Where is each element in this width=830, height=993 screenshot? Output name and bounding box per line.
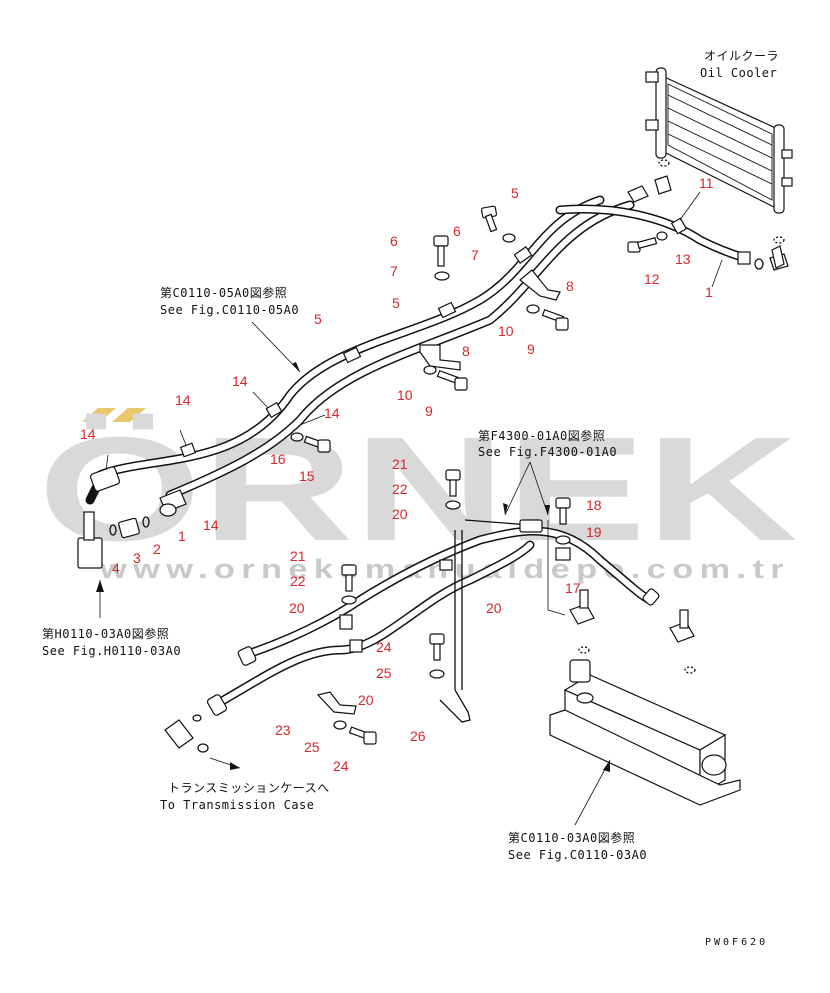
oil-cooler: オイルクーラ Oil Cooler: [645, 49, 793, 244]
watermark-accent-left: [82, 408, 116, 422]
oil-cooler-label-jp: オイルクーラ: [704, 49, 779, 63]
callout-12-20: 12: [644, 271, 660, 287]
transmission-cooler: [549, 589, 741, 806]
callout-26-45: 26: [410, 728, 426, 744]
transmission-fittings: [164, 714, 209, 753]
callout-10-17: 10: [498, 323, 514, 339]
callout-18-30: 18: [586, 497, 602, 513]
callout-24-41: 24: [376, 639, 392, 655]
callout-21-37: 21: [290, 548, 306, 564]
ref-c0110-05a0-en: See Fig.C0110-05A0: [160, 303, 299, 317]
callout-15-27: 15: [299, 468, 315, 484]
callout-25-44: 25: [304, 739, 320, 755]
arrows: [96, 362, 610, 772]
callout-14-24: 14: [232, 373, 248, 389]
callout-20-35: 20: [358, 692, 374, 708]
callout-16-28: 16: [270, 451, 286, 467]
reference-labels: 第C0110-05A0図参照 See Fig.C0110-05A0 第F4300…: [42, 285, 768, 948]
hose-lines: [85, 175, 789, 716]
watermark-accent-right: [112, 408, 146, 422]
callout-24-42: 24: [333, 758, 349, 774]
transmission-label-en: To Transmission Case: [160, 798, 315, 812]
callout-14-23: 14: [175, 392, 191, 408]
callout-25-43: 25: [376, 665, 392, 681]
transmission-label-jp: トランスミッションケースへ: [168, 781, 330, 795]
clamps: [179, 217, 688, 653]
brackets: [316, 269, 561, 723]
ref-h0110-03a0-jp: 第H0110-03A0図参照: [42, 626, 169, 641]
callout-1-1: 1: [705, 284, 713, 300]
callout-14-22: 14: [80, 426, 96, 442]
callout-5-8: 5: [392, 295, 400, 311]
callout-20-32: 20: [392, 506, 408, 522]
ref-c0110-03a0-en: See Fig.C0110-03A0: [508, 848, 647, 862]
left-connector-parts: [77, 511, 150, 569]
callout-21-36: 21: [392, 456, 408, 472]
callout-5-7: 5: [314, 311, 322, 327]
callout-6-10: 6: [453, 223, 461, 239]
callout-10-18: 10: [397, 387, 413, 403]
callout-7-11: 7: [390, 263, 398, 279]
watermark: ÖRNEK www.orneksmanualdepo.com.tr: [38, 407, 798, 584]
callout-2-3: 2: [153, 541, 161, 557]
callout-6-9: 6: [390, 233, 398, 249]
ref-c0110-03a0-jp: 第C0110-03A0図参照: [508, 830, 635, 845]
callout-22-39: 22: [290, 573, 306, 589]
callout-1-2: 1: [178, 528, 186, 544]
callout-9-16: 9: [425, 403, 433, 419]
callout-8-14: 8: [462, 343, 470, 359]
callout-4-5: 4: [112, 560, 120, 576]
ref-c0110-05a0-jp: 第C0110-05A0図参照: [160, 285, 287, 300]
ref-f4300-01a0-jp: 第F4300-01A0図参照: [478, 428, 605, 443]
callout-22-38: 22: [392, 481, 408, 497]
callout-7-12: 7: [471, 247, 479, 263]
bolts: [290, 205, 668, 745]
callout-17-29: 17: [565, 580, 581, 596]
callout-8-13: 8: [566, 278, 574, 294]
leader-lines: [99, 191, 723, 826]
callout-11-19: 11: [699, 175, 714, 191]
oil-cooler-label-en: Oil Cooler: [700, 66, 777, 80]
callout-14-25: 14: [324, 405, 340, 421]
callout-19-31: 19: [586, 524, 602, 540]
callout-14-26: 14: [203, 517, 219, 533]
callout-13-21: 13: [675, 251, 691, 267]
ref-h0110-03a0-en: See Fig.H0110-03A0: [42, 644, 181, 658]
callout-5-6: 5: [511, 185, 519, 201]
callout-20-34: 20: [486, 600, 502, 616]
callout-20-33: 20: [289, 600, 305, 616]
callout-23-40: 23: [275, 722, 291, 738]
callout-9-15: 9: [527, 341, 535, 357]
drawing-code: PW0F620: [705, 937, 768, 948]
callout-3-4: 3: [133, 550, 141, 566]
ref-f4300-01a0-en: See Fig.F4300-01A0: [478, 445, 617, 459]
watermark-brand: ÖRNEK: [38, 407, 798, 572]
